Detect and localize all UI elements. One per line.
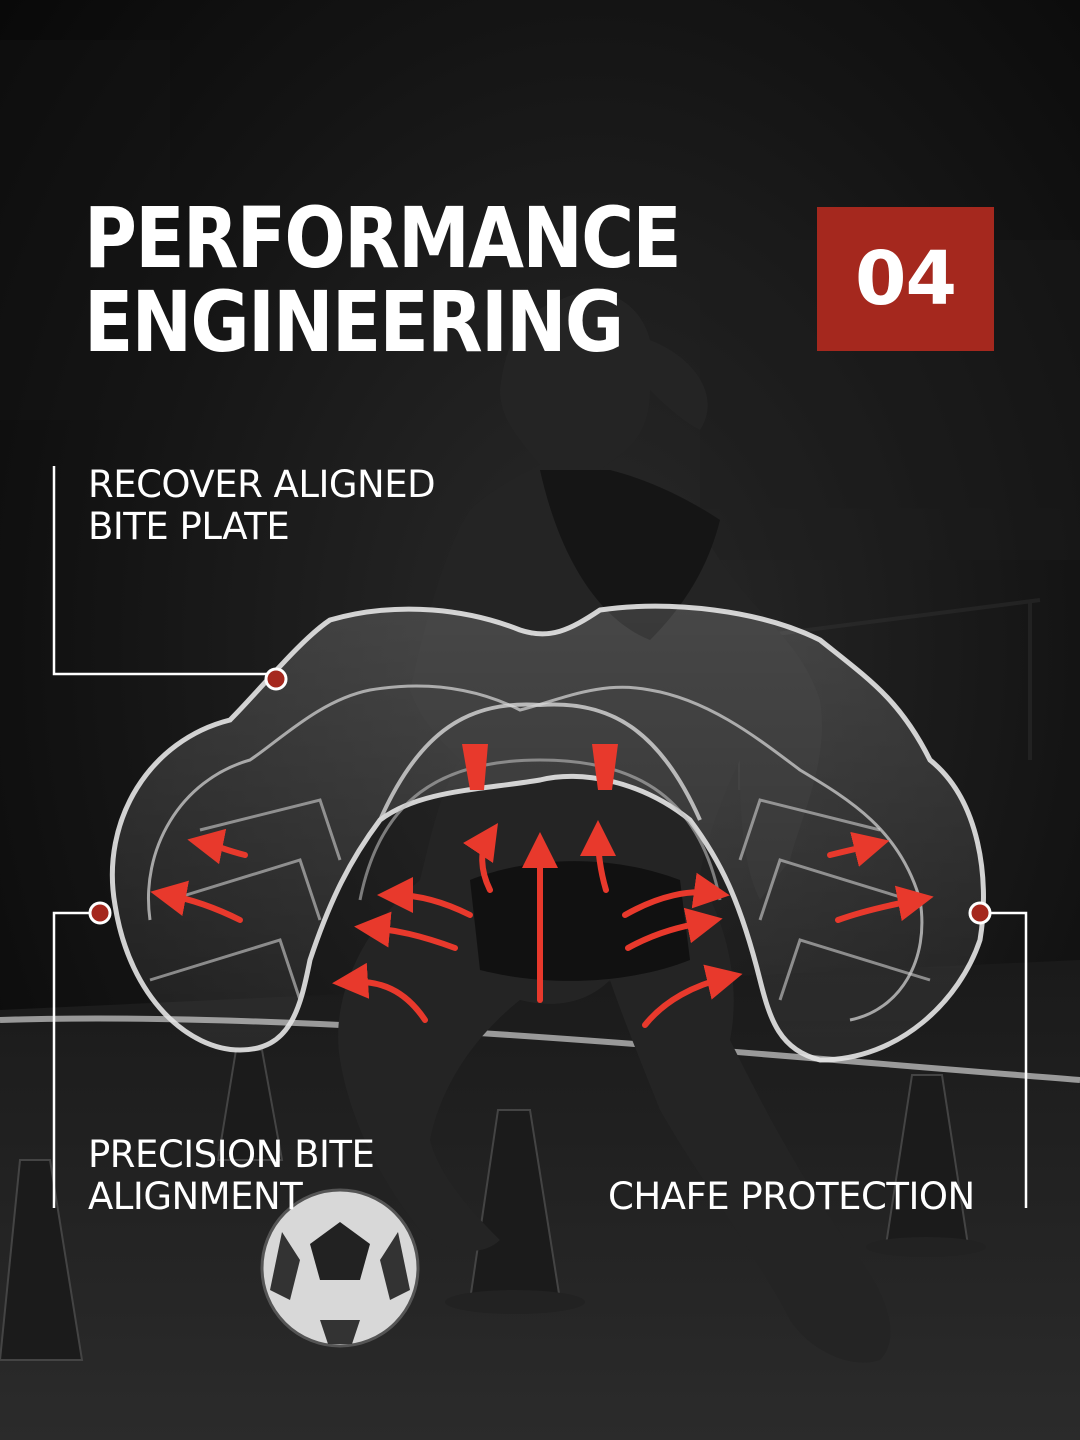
callout-bite-plate-line-1: RECOVER ALIGNED xyxy=(88,463,436,506)
airflow-arrow-icon xyxy=(150,820,934,1028)
page-title: PERFORMANCE ENGINEERING xyxy=(84,189,682,371)
callout-chafe-line-1: CHAFE PROTECTION xyxy=(608,1175,975,1218)
callout-lines xyxy=(52,466,1028,1208)
mouthguard-diagram xyxy=(109,603,986,1063)
callout-chafe: CHAFE PROTECTION xyxy=(608,1176,975,1218)
title-line-1: PERFORMANCE xyxy=(84,189,682,287)
field-line xyxy=(0,1015,1080,1083)
title-line-2: ENGINEERING xyxy=(84,273,624,371)
training-cone-icon xyxy=(0,1049,986,1361)
step-number-badge: 04 xyxy=(817,207,994,351)
callout-precision: PRECISION BITE ALIGNMENT xyxy=(88,1133,375,1218)
callout-bite-plate: RECOVER ALIGNED BITE PLATE xyxy=(88,463,436,548)
callout-precision-line-1: PRECISION BITE xyxy=(88,1133,375,1176)
callout-bite-plate-line-2: BITE PLATE xyxy=(88,505,290,548)
callout-precision-line-2: ALIGNMENT xyxy=(88,1175,303,1218)
callout-dots xyxy=(88,667,992,925)
soccer-ball-icon xyxy=(260,1188,420,1348)
